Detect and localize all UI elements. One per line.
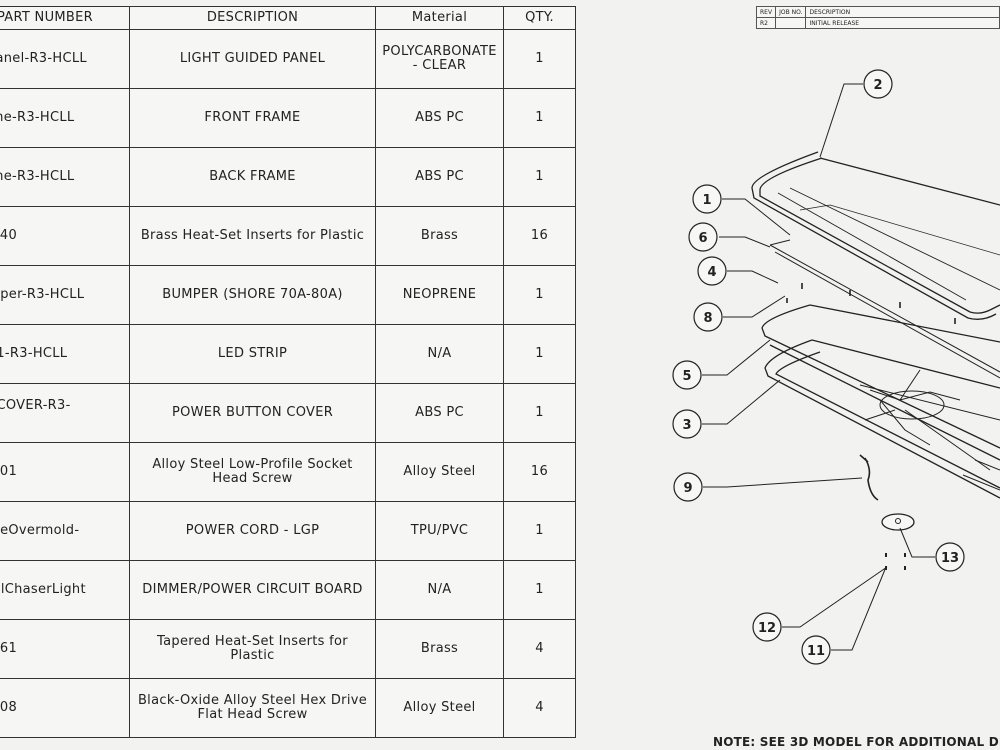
material-cell: NEOPRENE bbox=[375, 265, 504, 325]
balloon-circle bbox=[697, 256, 727, 286]
material-cell: Brass bbox=[375, 619, 504, 679]
balloon-circle bbox=[801, 635, 831, 665]
material-cell: Brass bbox=[375, 206, 504, 266]
part-number-header: PART NUMBER bbox=[0, 6, 130, 30]
callout-balloon-8: 8 bbox=[693, 302, 723, 332]
callout-balloon-11: 11 bbox=[801, 635, 831, 665]
callout-balloon-5: 5 bbox=[672, 360, 702, 390]
job-no-value bbox=[775, 17, 807, 29]
qty-cell: 1 bbox=[503, 88, 576, 148]
balloon-label: 3 bbox=[682, 418, 691, 433]
callout-balloon-9: 9 bbox=[673, 472, 703, 502]
balloon-label: 4 bbox=[707, 265, 716, 280]
callout-balloon-4: 4 bbox=[697, 256, 727, 286]
part-number-cell: -Bumper-R3-HCLL bbox=[0, 265, 130, 325]
balloon-label: 6 bbox=[698, 231, 707, 246]
balloon-circle bbox=[752, 612, 782, 642]
callout-balloon-2: 2 bbox=[863, 69, 893, 99]
qty-cell: 1 bbox=[503, 324, 576, 384]
revision-block: REV JOB NO. DESCRIPTION R2 INITIAL RELEA… bbox=[755, 6, 1000, 29]
assembly-linework bbox=[751, 151, 1000, 570]
material-cell: ABS PC bbox=[375, 383, 504, 443]
description-cell: Brass Heat-Set Inserts for Plastic bbox=[129, 206, 376, 266]
material-cell: N/A bbox=[375, 560, 504, 620]
revision-row: R2 INITIAL RELEASE bbox=[755, 17, 1000, 29]
qty-cell: 1 bbox=[503, 383, 576, 443]
bom-row: 70A101Alloy Steel Low-Profile Socket Hea… bbox=[0, 442, 576, 502]
material-cell: Alloy Steel bbox=[375, 678, 504, 738]
balloon-circle bbox=[935, 542, 965, 572]
balloon-circle bbox=[673, 472, 703, 502]
material-cell: ABS PC bbox=[375, 88, 504, 148]
description-cell: DIMMER/POWER CIRCUIT BOARD bbox=[129, 560, 376, 620]
balloon-label: 8 bbox=[703, 311, 712, 326]
qty-cell: 1 bbox=[503, 265, 576, 325]
qty-cell: 4 bbox=[503, 678, 576, 738]
callout-balloon-12: 12 bbox=[752, 612, 782, 642]
balloon-label: 9 bbox=[683, 481, 692, 496]
qty-cell: 16 bbox=[503, 442, 576, 502]
balloon-circle bbox=[692, 184, 722, 214]
qty-cell: 4 bbox=[503, 619, 576, 679]
part-number-cell: -LED1-R3-HCLL bbox=[0, 324, 130, 384]
callout-balloon-3: 3 bbox=[672, 409, 702, 439]
description-cell: BACK FRAME bbox=[129, 147, 376, 207]
material-cell: ABS PC bbox=[375, 147, 504, 207]
balloon-label: 11 bbox=[807, 644, 825, 659]
description-cell: POWER BUTTON COVER bbox=[129, 383, 376, 443]
leader-lines bbox=[702, 83, 935, 651]
description-cell: LIGHT GUIDED PANEL bbox=[129, 29, 376, 89]
part-number-cell: -CableOvermold- bbox=[0, 501, 130, 561]
bom-row: 71A340Brass Heat-Set Inserts for Plastic… bbox=[0, 206, 576, 266]
callout-balloon-13: 13 bbox=[935, 542, 965, 572]
balloon-circle bbox=[672, 360, 702, 390]
qty-cell: 1 bbox=[503, 501, 576, 561]
bom-row: 3-HailChaserLightDIMMER/POWER CIRCUIT BO… bbox=[0, 560, 576, 620]
material-cell: Alloy Steel bbox=[375, 442, 504, 502]
callout-balloon-6: 6 bbox=[688, 222, 718, 252]
balloon-circle bbox=[688, 222, 718, 252]
bom-header-row: PART NUMBER DESCRIPTION Material QTY. bbox=[0, 6, 576, 30]
balloon-label: 5 bbox=[682, 369, 691, 384]
qty-cell: 16 bbox=[503, 206, 576, 266]
balloon-circle bbox=[672, 409, 702, 439]
part-number-cell: -Frame-R3-HCLL bbox=[0, 88, 130, 148]
part-number-cell: 94A208 bbox=[0, 678, 130, 738]
bill-of-materials-table: PART NUMBER DESCRIPTION Material QTY. -L… bbox=[0, 6, 576, 738]
material-header: Material bbox=[375, 6, 504, 30]
balloon-circle bbox=[863, 69, 893, 99]
bom-row: 94A208Black-Oxide Alloy Steel Hex Drive … bbox=[0, 678, 576, 738]
rev-value: R2 bbox=[755, 17, 777, 29]
description-cell: Black-Oxide Alloy Steel Hex Drive Flat H… bbox=[129, 678, 376, 738]
drawing-note: NOTE: SEE 3D MODEL FOR ADDITIONAL DIM bbox=[713, 735, 1000, 749]
description-cell: FRONT FRAME bbox=[129, 88, 376, 148]
description-header: DESCRIPTION bbox=[129, 6, 376, 30]
material-cell: POLYCARBONATE - CLEAR bbox=[375, 29, 504, 89]
qty-cell: 1 bbox=[503, 147, 576, 207]
part-number-cell: 80A361 bbox=[0, 619, 130, 679]
balloon-label: 2 bbox=[873, 78, 882, 93]
balloon-label: 13 bbox=[941, 551, 959, 566]
rev-description-value: INITIAL RELEASE bbox=[805, 17, 1000, 29]
part-number-cell: -Frame-R3-HCLL bbox=[0, 147, 130, 207]
part-number-cell: -LGPanel-R3-HCLL bbox=[0, 29, 130, 89]
callout-balloon-1: 1 bbox=[692, 184, 722, 214]
material-cell: TPU/PVC bbox=[375, 501, 504, 561]
description-cell: Alloy Steel Low-Profile Socket Head Scre… bbox=[129, 442, 376, 502]
balloon-label: 12 bbox=[758, 621, 776, 636]
balloon-label: 1 bbox=[702, 193, 711, 208]
qty-cell: 1 bbox=[503, 560, 576, 620]
balloon-circle bbox=[693, 302, 723, 332]
